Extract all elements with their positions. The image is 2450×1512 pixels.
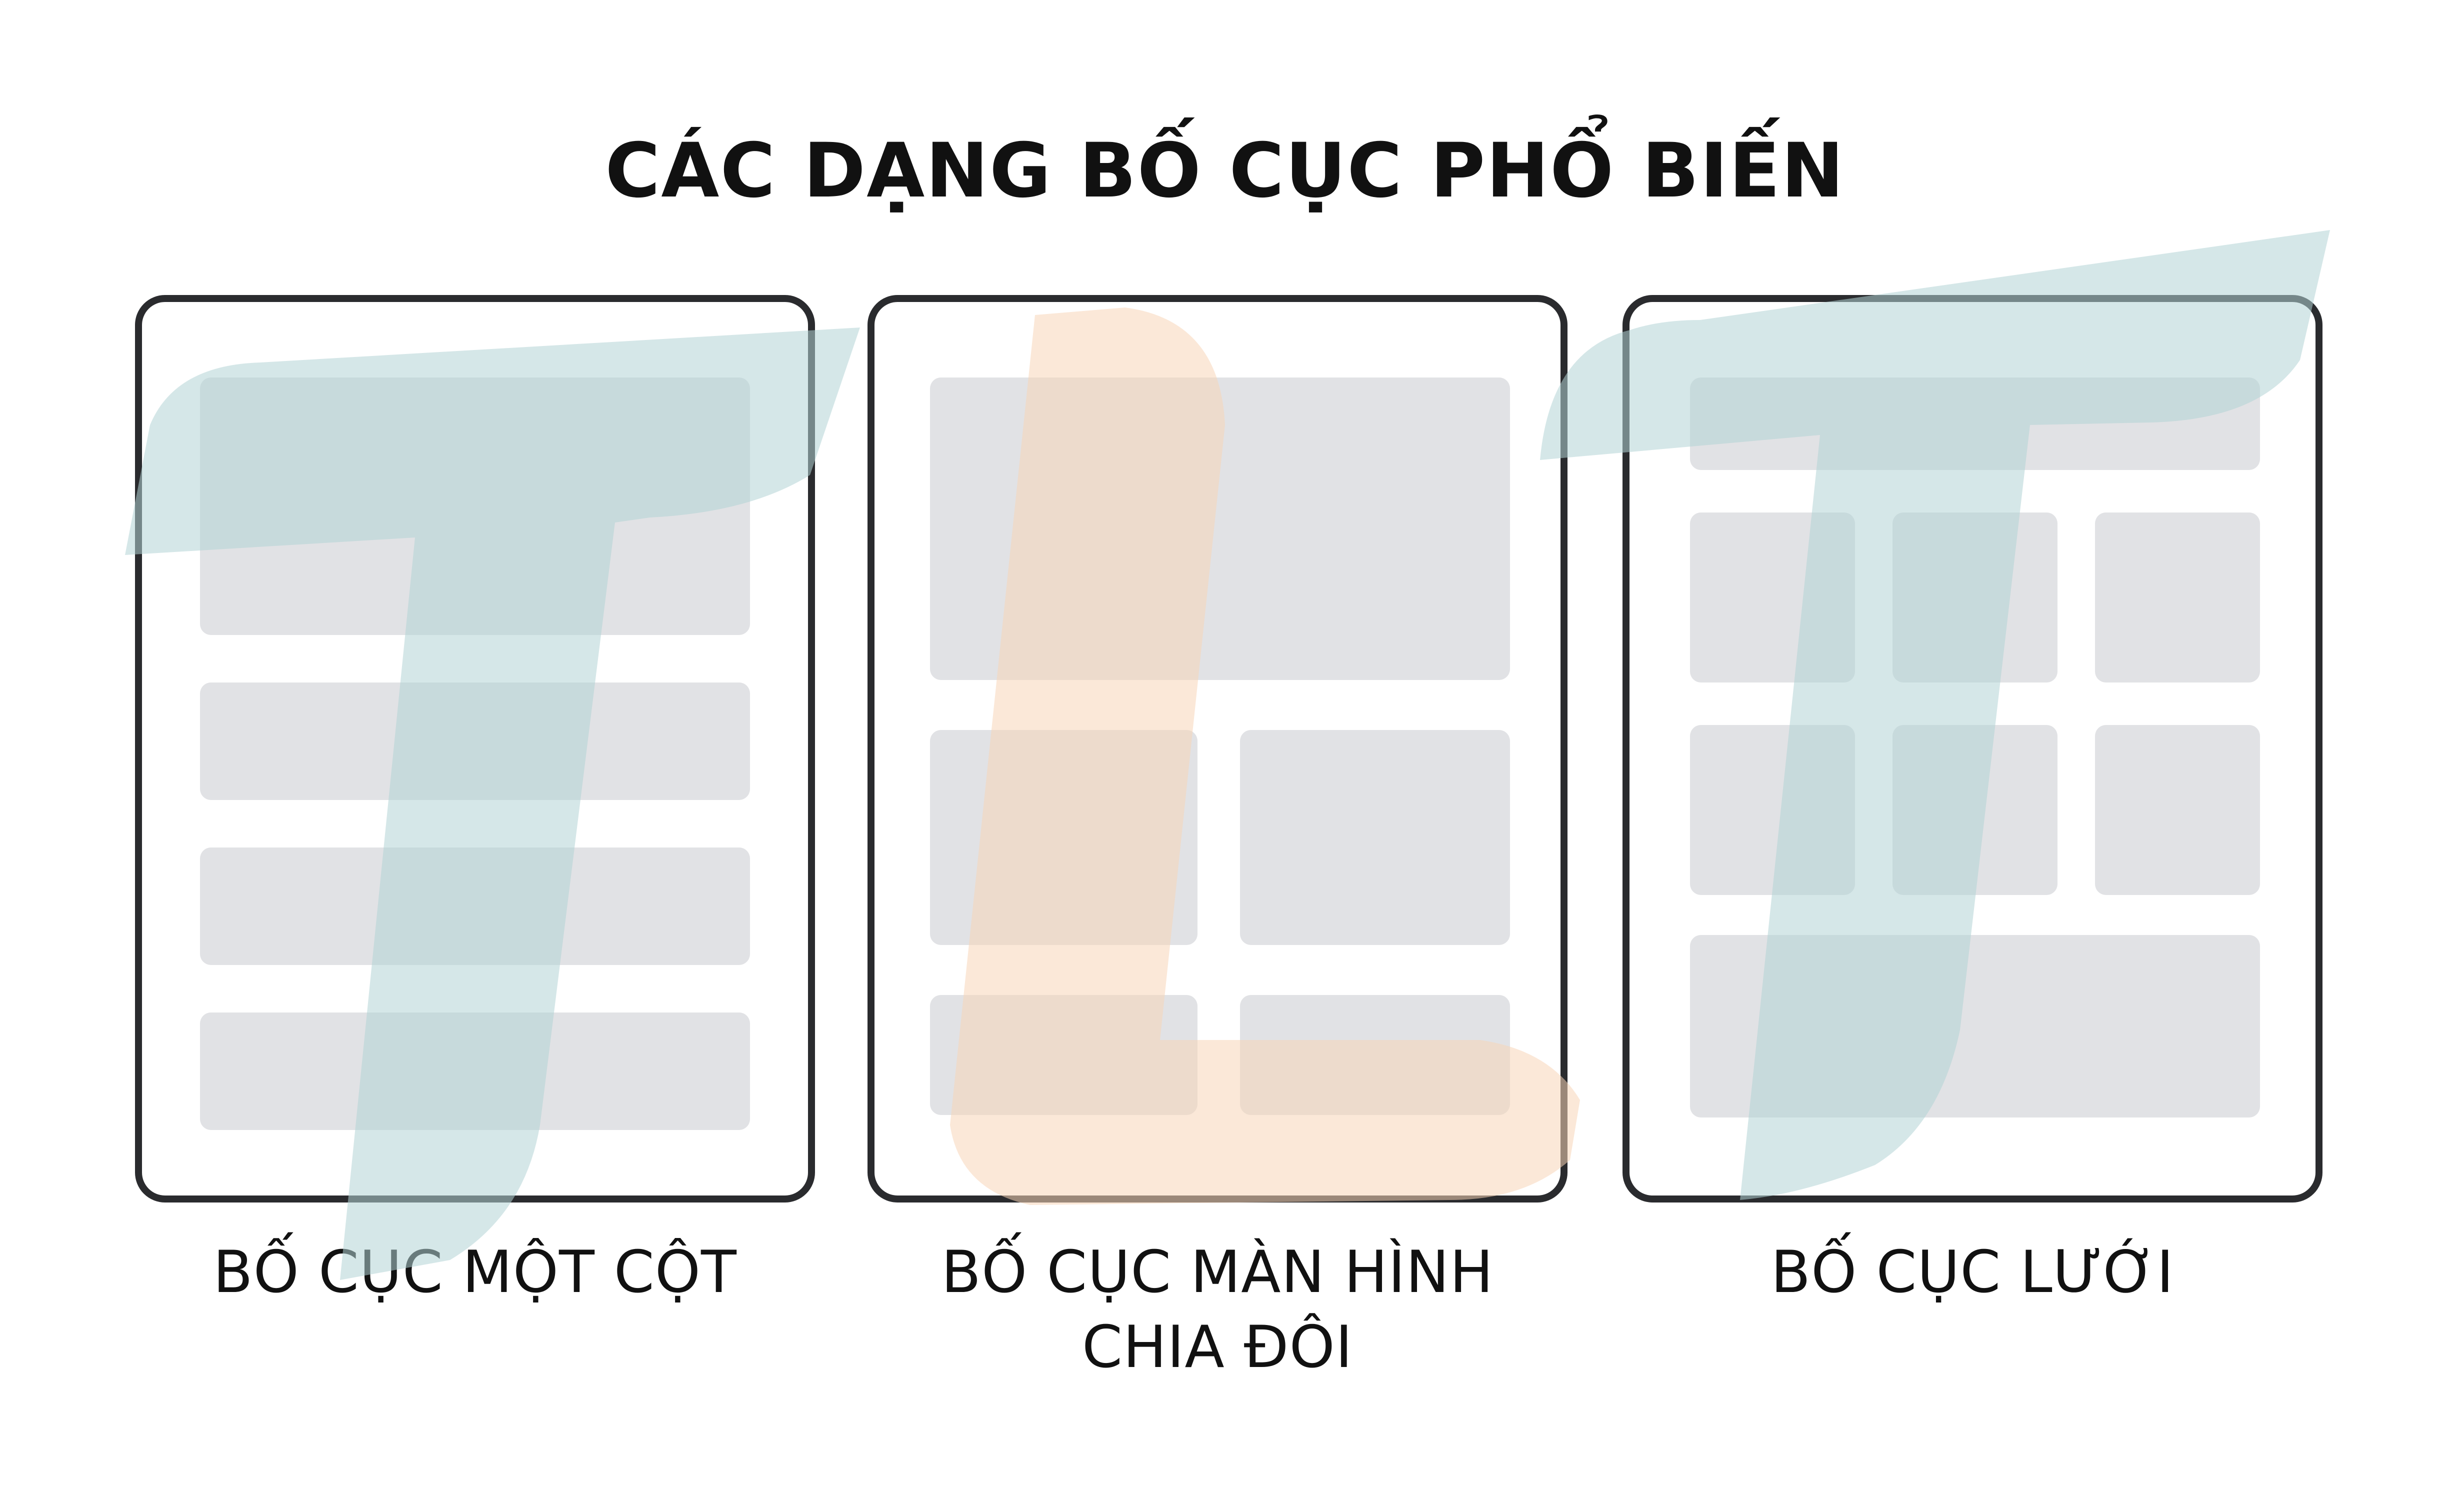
grid-header-block (1690, 378, 2260, 470)
grid-cell-block (2095, 512, 2260, 682)
single-column-row-block (200, 1012, 750, 1130)
split-screen-header-block (930, 378, 1510, 680)
grid-caption: BỐ CỤC LƯỚI (1622, 1235, 2322, 1310)
grid-cell-block (1690, 725, 1855, 895)
split-screen-caption: BỐ CỤC MÀN HÌNH CHIA ĐÔI (868, 1235, 1568, 1385)
grid-footer-block (1690, 935, 2260, 1118)
caption-line: BỐ CỤC LƯỚI (1770, 1238, 2174, 1306)
split-screen-left-block (930, 995, 1198, 1115)
single-column-row-block (200, 682, 750, 800)
single-column-header-block (200, 378, 750, 635)
caption-line: BỐ CỤC MỘT CỘT (213, 1238, 737, 1306)
caption-line: BỐ CỤC MÀN HÌNH (941, 1238, 1494, 1306)
grid-cell-block (2095, 725, 2260, 895)
single-column-caption: BỐ CỤC MỘT CỘT (135, 1235, 815, 1310)
grid-cell-block (1892, 512, 2058, 682)
diagram-title: CÁC DẠNG BỐ CỤC PHỔ BIẾN (605, 128, 1845, 214)
split-screen-right-block (1240, 730, 1510, 945)
split-screen-right-block (1240, 995, 1510, 1115)
grid-cell-block (1892, 725, 2058, 895)
caption-line: CHIA ĐÔI (1082, 1314, 1354, 1381)
single-column-row-block (200, 848, 750, 965)
split-screen-left-block (930, 730, 1198, 945)
grid-cell-block (1690, 512, 1855, 682)
